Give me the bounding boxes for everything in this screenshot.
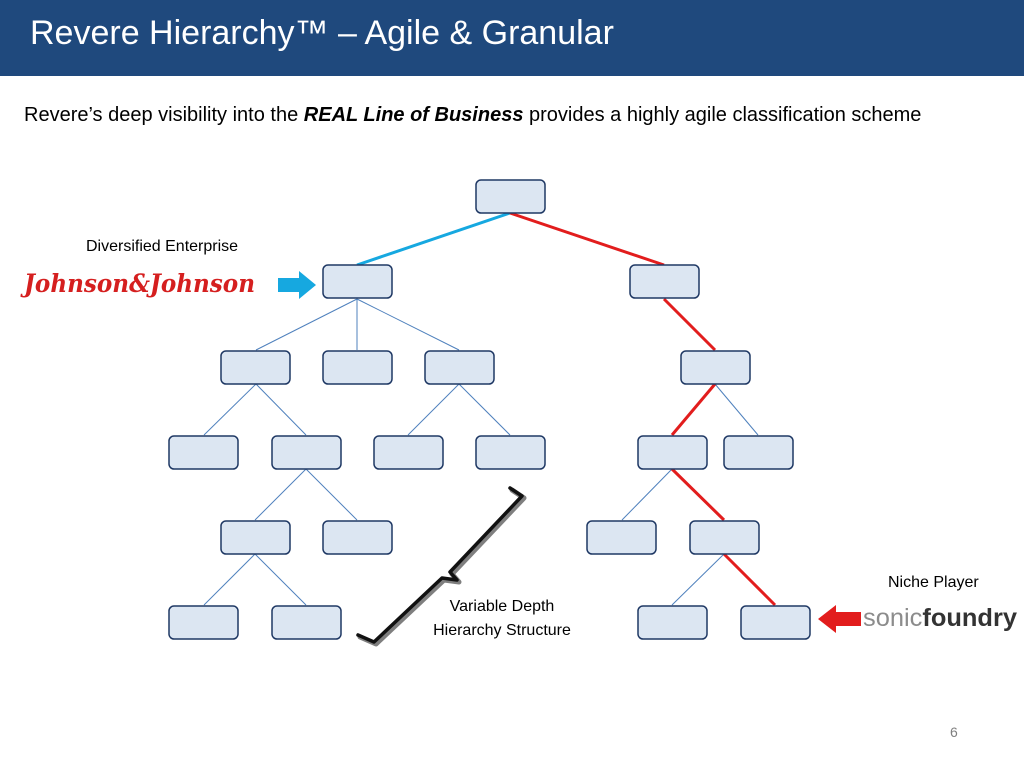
- tree-node: [271, 435, 342, 470]
- edge-red: [662, 297, 717, 352]
- niche-player-label: Niche Player: [888, 574, 979, 591]
- page-number: 6: [950, 724, 958, 740]
- arrow-right-icon: [278, 271, 316, 299]
- intro-text: Revere’s deep visibility into the REAL L…: [24, 100, 994, 130]
- edge-red: [670, 467, 726, 522]
- tree-node: [689, 520, 760, 555]
- edge-highlight-blue: [356, 211, 511, 267]
- tree-node: [475, 435, 546, 470]
- edge: [407, 383, 460, 436]
- title-bar: Revere Hierarchy™ – Agile & Granular: [0, 0, 1024, 76]
- intro-prefix: Revere’s deep visibility into the: [24, 104, 304, 126]
- tree-node: [424, 350, 495, 385]
- variable-depth-line2: Hierarchy Structure: [433, 622, 571, 639]
- edge-red: [722, 552, 777, 607]
- intro-emphasis: REAL Line of Business: [303, 104, 524, 126]
- edge: [203, 383, 257, 436]
- sonicfoundry-logo: sonicfoundry: [863, 604, 1017, 632]
- edge-red: [670, 383, 717, 436]
- tree-node-niche: [740, 605, 811, 640]
- edge: [255, 383, 307, 436]
- tree-node: [637, 605, 708, 640]
- tree-node: [220, 350, 291, 385]
- edge: [356, 298, 460, 351]
- edge: [254, 468, 307, 521]
- tree-node: [322, 350, 393, 385]
- edge: [255, 298, 358, 351]
- depth-bracket-icon: [356, 486, 527, 647]
- sonic-logo-part: sonic: [863, 604, 922, 632]
- tree-node: [322, 264, 393, 299]
- arrow-left-icon: [818, 605, 861, 633]
- tree-node: [322, 520, 393, 555]
- edge: [458, 383, 511, 436]
- foundry-logo-part: foundry: [922, 604, 1017, 632]
- edge: [671, 553, 725, 606]
- tree-node: [680, 350, 751, 385]
- diversified-enterprise-label: Diversified Enterprise: [86, 238, 239, 255]
- tree-node: [168, 435, 239, 470]
- nodes: [168, 179, 811, 640]
- jnj-logo: Johnson&Johnson: [20, 269, 255, 298]
- tree-node: [220, 520, 291, 555]
- tree-node: [271, 605, 342, 640]
- variable-depth-line1: Variable Depth: [449, 598, 555, 615]
- tree-node: [168, 605, 239, 640]
- variable-depth-label: Variable Depth Hierarchy Structure: [412, 595, 592, 643]
- tree-node: [723, 435, 794, 470]
- tree-node-root: [475, 179, 546, 214]
- tree-node: [637, 435, 708, 470]
- edge: [621, 468, 673, 521]
- edge: [254, 553, 307, 606]
- red-path: [509, 211, 777, 607]
- edge: [203, 553, 256, 606]
- tree-node: [373, 435, 444, 470]
- edge-red: [509, 211, 665, 267]
- thin-edges: [203, 298, 759, 606]
- tree-node: [629, 264, 700, 299]
- edge: [714, 383, 759, 436]
- tree-node: [586, 520, 657, 555]
- edge: [305, 468, 358, 521]
- slide-title: Revere Hierarchy™ – Agile & Granular: [30, 14, 614, 52]
- intro-suffix: provides a highly agile classification s…: [523, 104, 922, 126]
